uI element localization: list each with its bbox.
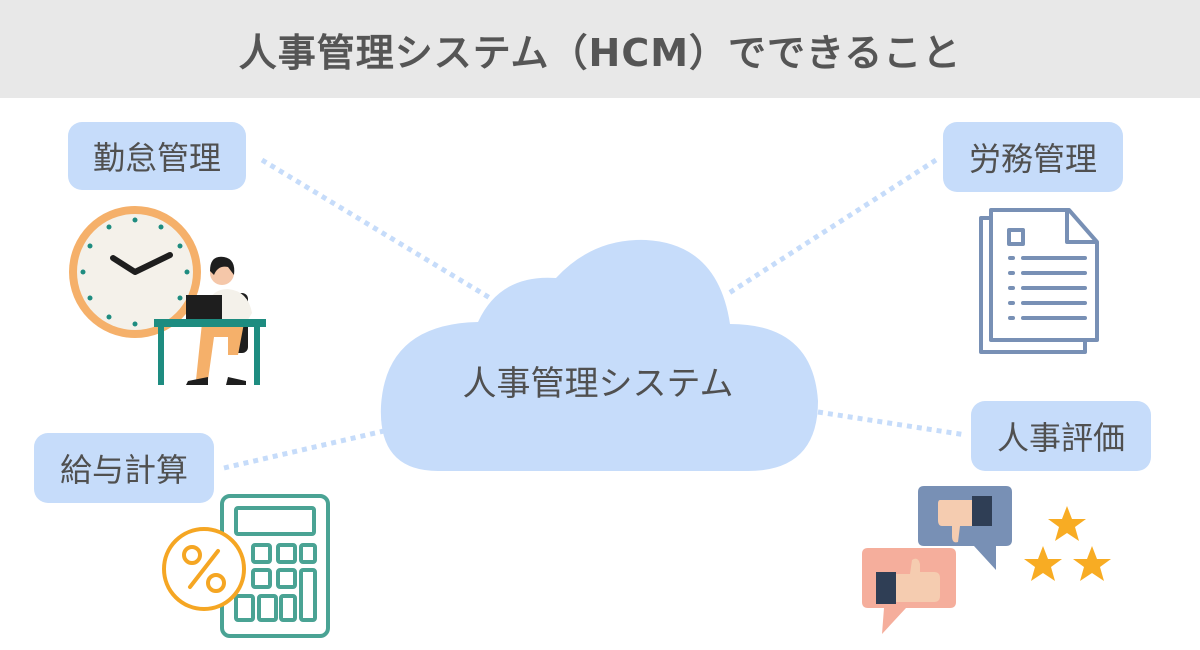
feature-label-labor: 労務管理 [943, 122, 1123, 192]
clock-and-worker-icon [69, 206, 266, 385]
feature-label-attendance: 勤怠管理 [68, 122, 246, 190]
cloud-icon [380, 239, 818, 471]
feature-label-evaluation: 人事評価 [971, 401, 1151, 471]
connector-labor [724, 157, 938, 298]
header-bar: 人事管理システム（HCM）でできること [0, 0, 1200, 98]
connector-payroll [223, 427, 389, 471]
calculator-percent-icon [162, 494, 330, 638]
cloud-label: 人事管理システム [462, 364, 734, 404]
thumbs-and-stars-icon [862, 486, 1111, 634]
feature-label-payroll: 給与計算 [34, 433, 214, 503]
page-title: 人事管理システム（HCM）でできること [238, 30, 962, 75]
connector-evaluation [817, 409, 967, 438]
document-icon [979, 208, 1099, 354]
hcm-cloud: 人事管理システム [378, 236, 818, 471]
connector-attendance [260, 157, 492, 301]
